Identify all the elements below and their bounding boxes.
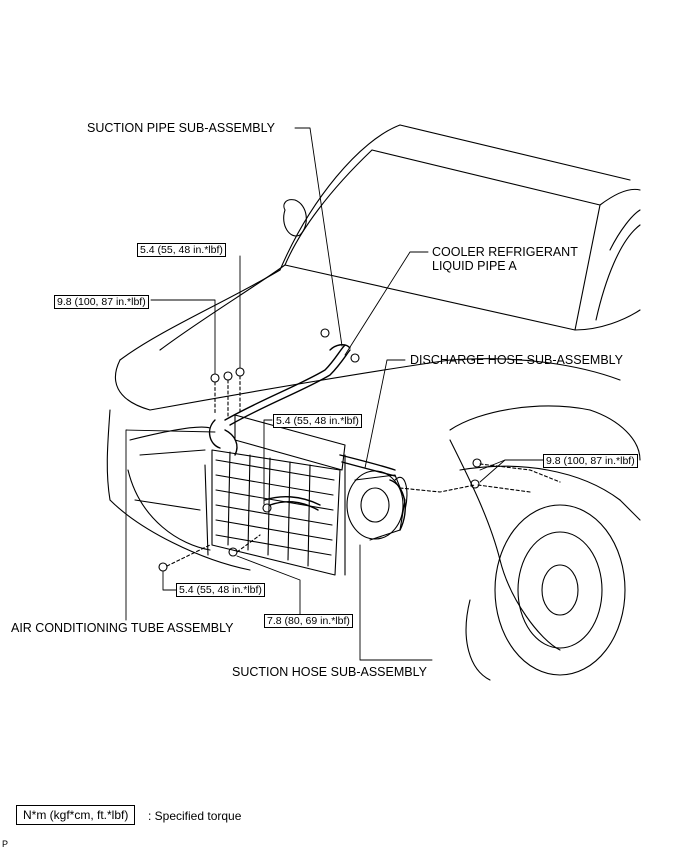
- torque-spec-lower-center-bolt: 7.8 (80, 69 in.*lbf): [264, 614, 353, 628]
- corner-mark: P: [2, 839, 9, 849]
- torque-spec-lower-left-bolt: 5.4 (55, 48 in.*lbf): [176, 583, 265, 597]
- cooler-pipe-label-line1: COOLER REFRIGERANT: [432, 245, 578, 259]
- torque-spec-center-bolt: 5.4 (55, 48 in.*lbf): [273, 414, 362, 428]
- compressor: [346, 470, 408, 541]
- air-conditioning-tube-label: AIR CONDITIONING TUBE ASSEMBLY: [11, 621, 234, 635]
- discharge-hose-label: DISCHARGE HOSE SUB-ASSEMBLY: [410, 353, 624, 367]
- refrigerant-pipes: [208, 343, 406, 531]
- suction-pipe-label: SUCTION PIPE SUB-ASSEMBLY: [87, 121, 276, 135]
- torque-legend-description: : Specified torque: [148, 809, 242, 823]
- front-wheel: [494, 504, 626, 676]
- torque-spec-top-bolt: 5.4 (55, 48 in.*lbf): [137, 243, 226, 257]
- suction-hose-label: SUCTION HOSE SUB-ASSEMBLY: [232, 665, 427, 679]
- leader-lines: [125, 127, 546, 661]
- torque-spec-right-bolts: 9.8 (100, 87 in.*lbf): [543, 454, 638, 468]
- condenser: [204, 414, 346, 576]
- install-dashed-lines: [166, 375, 561, 567]
- vehicle-body-outline: [106, 124, 641, 681]
- cooler-pipe-label-line2: LIQUID PIPE A: [432, 259, 517, 273]
- torque-unit-legend-box: N*m (kgf*cm, ft.*lbf): [16, 805, 136, 825]
- torque-spec-left-bolt: 9.8 (100, 87 in.*lbf): [54, 295, 149, 309]
